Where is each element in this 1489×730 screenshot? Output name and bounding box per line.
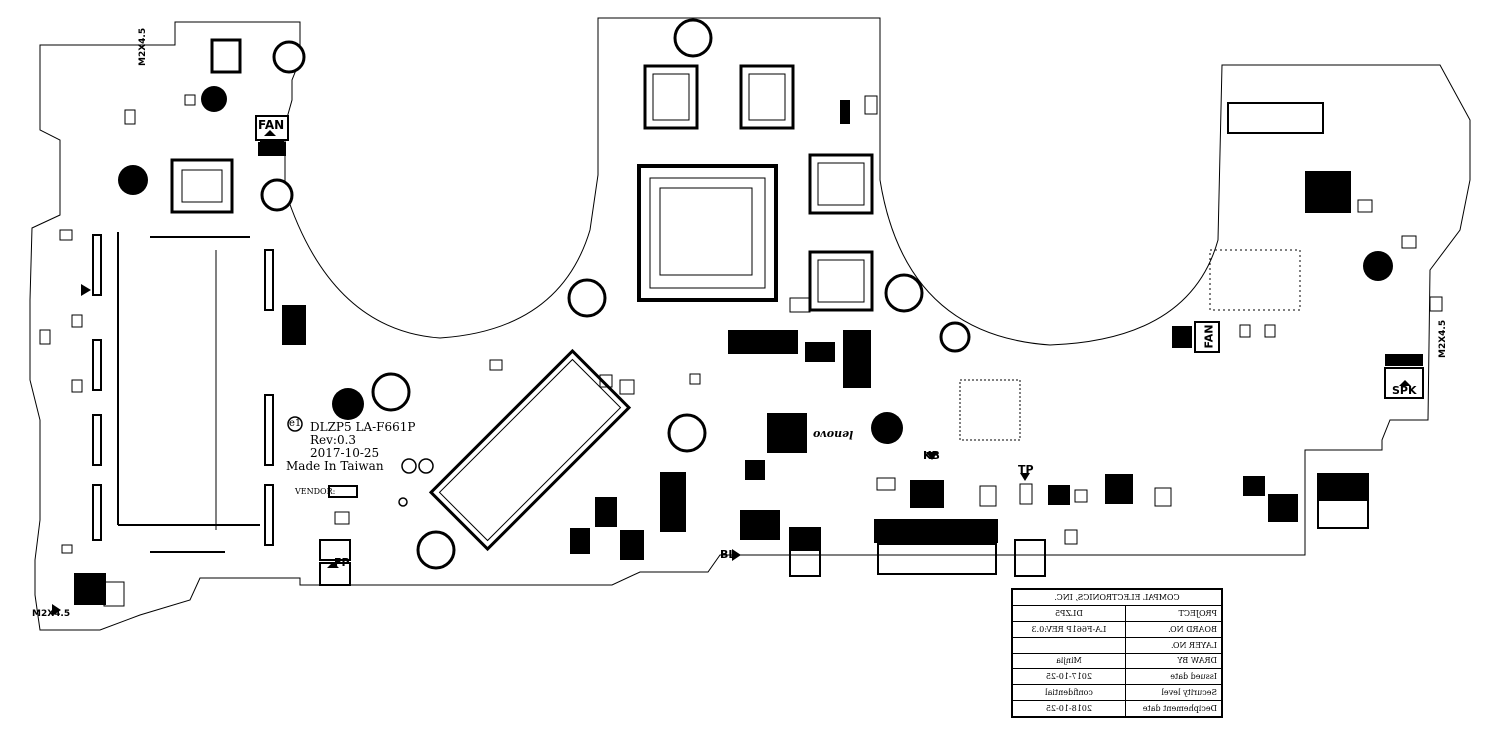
power-components [260,100,1298,560]
title-key: Security level [1125,684,1222,701]
kb-label: KB [923,449,940,462]
board-date: 2017-10-25 [310,446,380,460]
tp-label: TP [1018,463,1034,476]
vendor-label: VENDOR: [295,487,336,496]
screw-label-left: M2X4.5 [32,609,71,619]
mounting-hole [884,273,924,313]
spk-connector [1384,354,1424,399]
title-row: BOARD NO.LA-F661P REV:0.3 [1012,621,1222,638]
spk-label: SPK [1392,384,1417,397]
ec-chip [767,413,807,453]
board-rev: Rev:0.3 [310,433,357,447]
mounting-hole [567,278,607,318]
bl-label: BL [720,548,736,561]
cpu-package [637,164,778,302]
filled-hole [871,412,903,444]
filled-hole [118,165,148,195]
title-row: LAYER NO. [1012,637,1222,653]
screw-label-top: M2X4.5 [138,27,148,66]
lenovo-logo: lenovo [813,428,854,441]
fan-connector-right [1172,321,1220,353]
direction-arrows [52,130,1411,616]
right-connectors [1227,102,1369,529]
title-company: COMPAL ELECTRONICS, INC. [1012,589,1222,606]
fan-right-label: FAN [1202,324,1216,349]
mounting-hole [272,40,306,74]
title-key: PROJECT [1125,605,1222,622]
title-key: Deciphement date [1125,700,1222,717]
title-key: DRAW BY [1125,653,1222,669]
mounting-hole [673,18,713,58]
board-marker: e1 [289,418,302,429]
title-value: 2018-10-25 [1012,700,1126,717]
memory-socket [92,232,274,553]
board-info: DLZP5 LA-F661P Rev:0.3 2017-10-25 [310,421,415,460]
fp-label: FP [334,556,350,569]
ssd-slot [428,348,632,552]
mounting-hole [371,372,411,412]
board-outline [29,17,1471,631]
filled-hole [1363,251,1393,281]
fan-left-label: FAN [258,118,285,132]
title-value [1012,637,1126,653]
filled-holes [118,86,1393,444]
title-value: DLZP5 [1012,605,1126,622]
board-origin: Made In Taiwan [286,459,384,473]
title-value: Minjia [1012,653,1126,669]
mounting-hole [416,530,456,570]
title-value: LA-F661P REV:0.3 [1012,621,1126,638]
title-key: LAYER NO. [1125,637,1222,653]
origin-markers [287,416,434,507]
screw-label-right: M2X4.5 [1438,319,1448,358]
filled-hole [332,388,364,420]
title-value: confidential [1012,684,1126,701]
title-value: 2017-10-25 [1012,668,1126,685]
mounting-holes [260,18,971,570]
passive-components [39,94,1443,607]
board-model: DLZP5 [310,420,352,434]
filled-hole [201,86,227,112]
mounting-hole [260,178,294,212]
title-key: BOARD NO. [1125,621,1222,638]
memory-chips [170,38,874,312]
mounting-hole [939,321,971,353]
board-pcb: LA-F661P [355,420,416,434]
mounting-hole [667,413,707,453]
bottom-connectors [74,305,1046,605]
title-key: Issued date [1125,668,1222,685]
